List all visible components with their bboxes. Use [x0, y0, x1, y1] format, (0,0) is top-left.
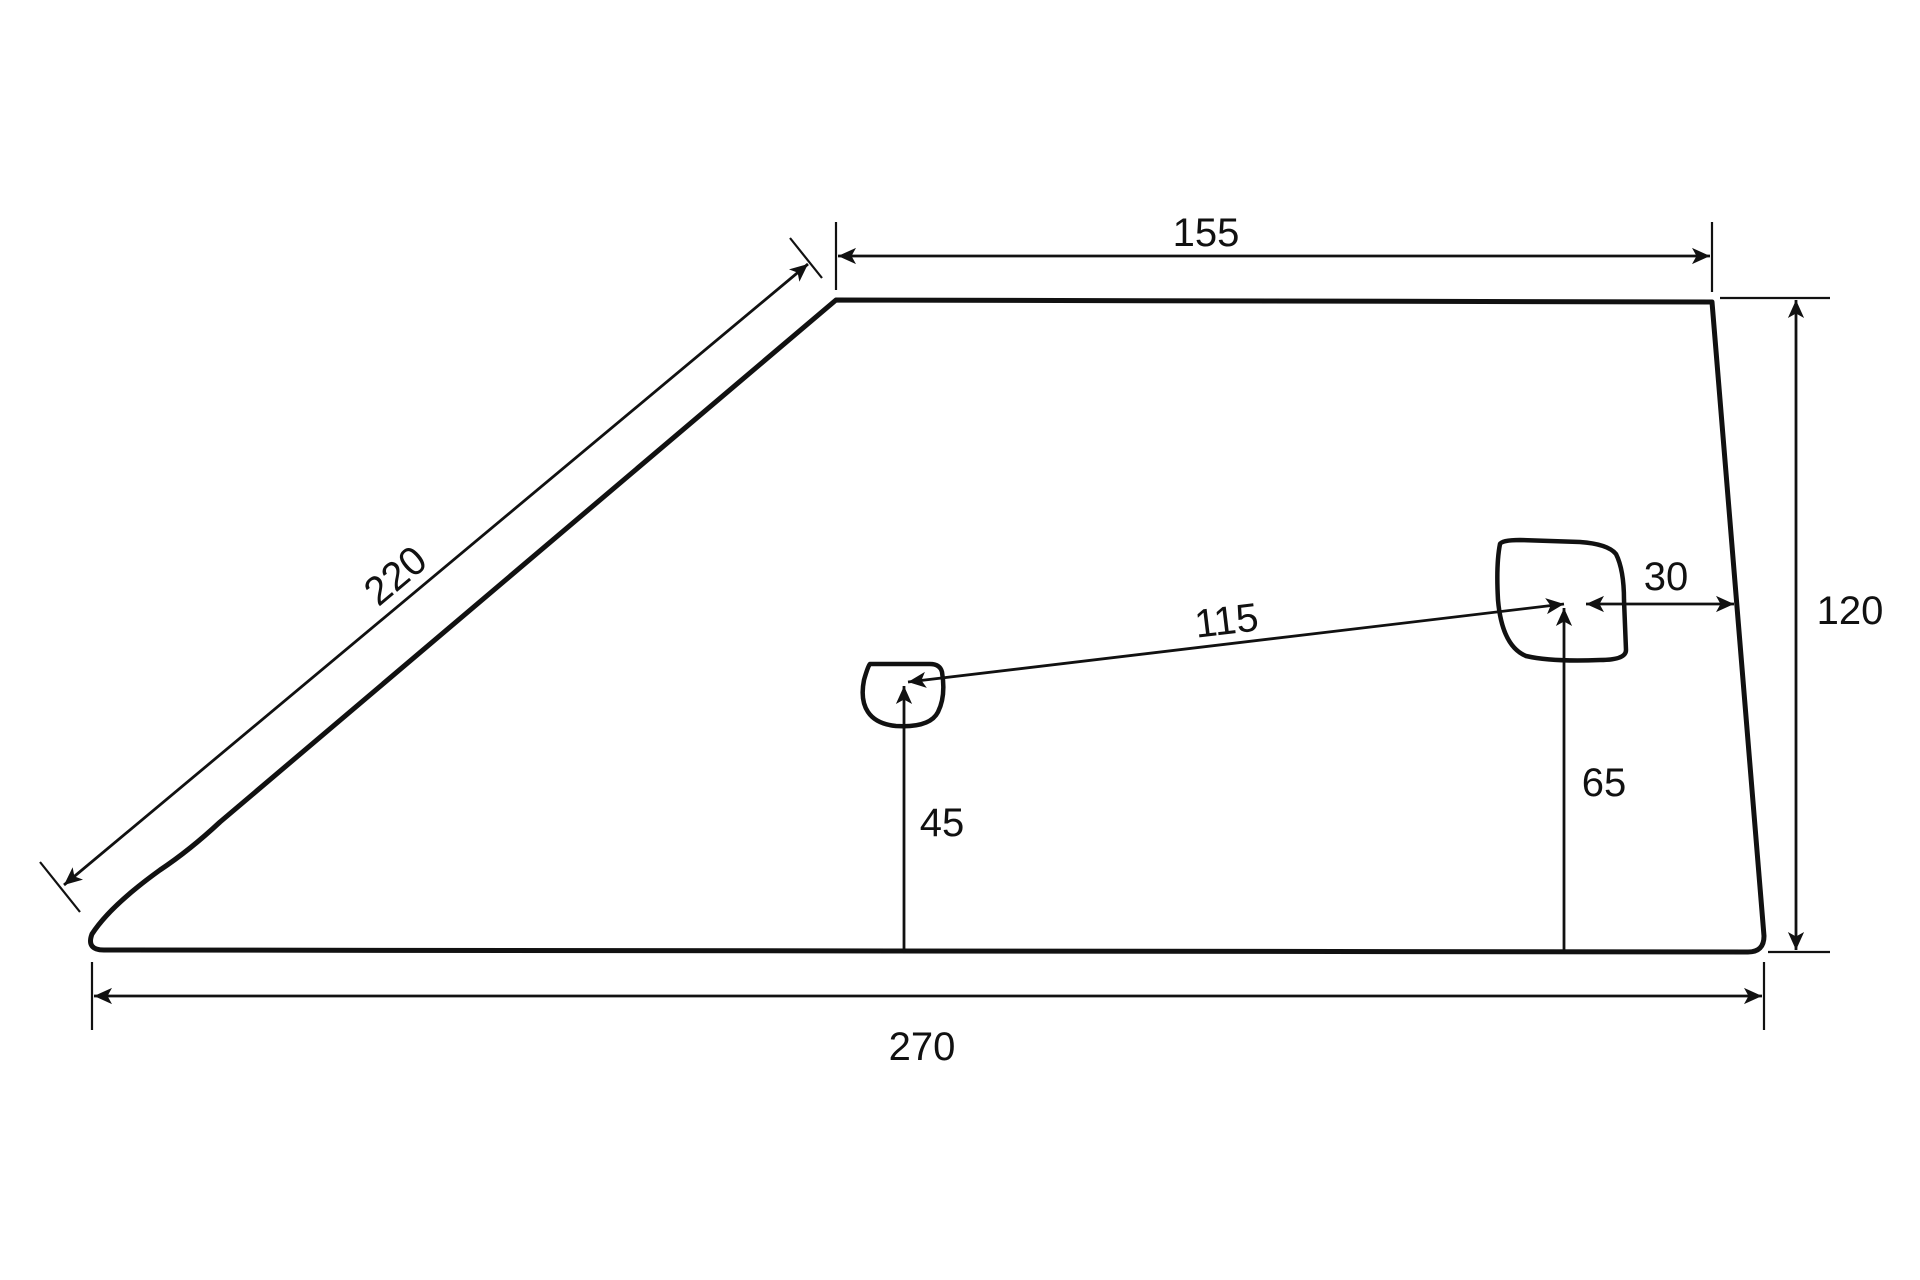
dimension-label-large-hole-height: 65	[1582, 761, 1627, 805]
dimension-label-height: 120	[1817, 589, 1884, 633]
dimension-arrow-hole-spacing	[907, 598, 1565, 688]
dimension-label-bottom: 270	[889, 1025, 956, 1069]
panel-outline	[88, 297, 1767, 955]
extension-line-slant-upper	[789, 237, 823, 279]
dimension-label-top: 155	[1173, 211, 1240, 255]
dimension-arrow-slant	[63, 262, 809, 887]
extension-line-slant-lower	[39, 861, 81, 913]
dimension-label-small-hole-height: 45	[920, 801, 965, 845]
large-hole	[1495, 537, 1629, 663]
dimension-label-right-offset: 30	[1644, 555, 1689, 599]
dimension-label-hole-spacing: 115	[1192, 595, 1261, 646]
dimension-label-slant: 220	[356, 538, 435, 615]
